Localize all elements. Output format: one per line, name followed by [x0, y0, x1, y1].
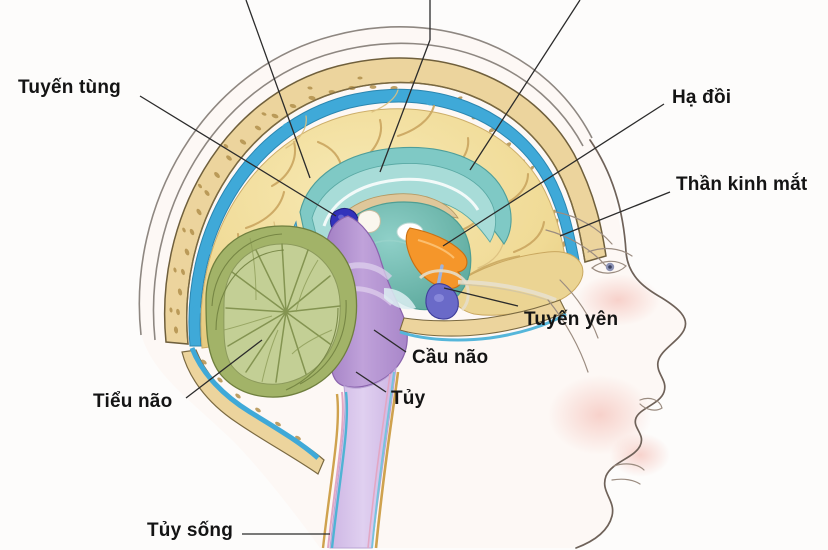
leader-medulla — [355, 371, 387, 393]
label-pineal-gland: Tuyến tùng — [18, 77, 121, 98]
face-detail-lineart — [545, 211, 663, 485]
leader-pons — [373, 329, 407, 353]
eye-iris — [605, 262, 615, 272]
leader-cerebellum — [185, 339, 263, 399]
leader-cropped-2b — [379, 39, 431, 173]
label-pons: Cầu não — [412, 347, 489, 368]
pituitary-gland — [418, 264, 470, 320]
label-cerebellum: Tiểu não — [93, 391, 173, 412]
leader-cropped-1 — [245, 0, 311, 179]
spinal-cord — [321, 366, 400, 549]
label-hypothalamus: Hạ đồi — [672, 87, 732, 108]
leader-lines — [139, 0, 671, 535]
label-optic-nerve: Thần kinh mắt — [676, 174, 808, 195]
leader-cropped-3 — [469, 0, 581, 171]
face-lineart — [575, 139, 687, 549]
leader-pituitary — [443, 287, 519, 307]
label-medulla: Tủy — [391, 388, 426, 409]
scalp-contour — [138, 26, 593, 341]
skull-base — [181, 299, 567, 475]
leader-optic-nerve — [559, 191, 671, 237]
cheek-blush — [548, 274, 670, 477]
label-spinal-cord: Tủy sống — [147, 520, 234, 541]
leader-pineal — [139, 95, 337, 217]
leader-hypothalamus — [442, 103, 665, 247]
label-pituitary-gland: Tuyến yên — [524, 309, 619, 330]
